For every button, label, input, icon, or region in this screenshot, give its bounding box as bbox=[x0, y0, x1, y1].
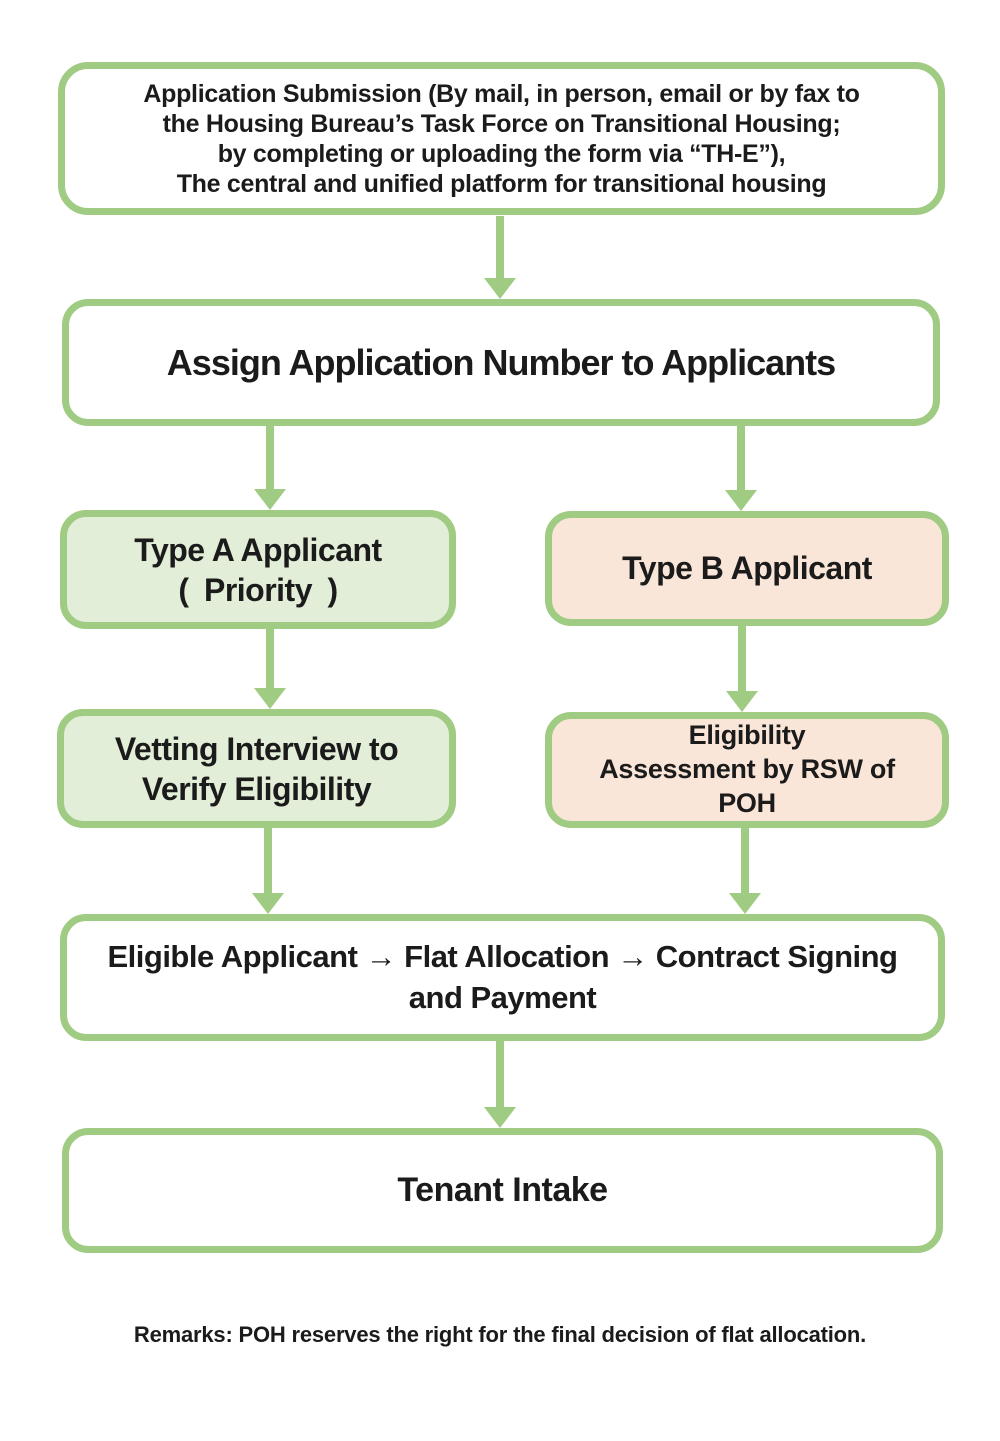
node-tenant-intake: Tenant Intake bbox=[62, 1128, 943, 1253]
arrow-shaft bbox=[266, 628, 274, 691]
arrow-allocation-to-tenant-intake bbox=[483, 1040, 517, 1128]
arrow-shaft bbox=[496, 1040, 504, 1110]
arrow-shaft bbox=[264, 827, 272, 896]
arrow-type-b-to-assessment bbox=[725, 625, 759, 712]
arrow-application-to-assign bbox=[483, 216, 517, 299]
arrow-vetting-to-allocation bbox=[251, 827, 285, 914]
arrow-shaft bbox=[496, 216, 504, 281]
node-vetting-interview: Vetting Interview to Verify Eligibility bbox=[57, 709, 456, 828]
arrow-shaft bbox=[737, 425, 745, 493]
node-flat-allocation-contract: Eligible Applicant → Flat Allocation → C… bbox=[60, 914, 945, 1041]
node-application-submission: Application Submission (By mail, in pers… bbox=[58, 62, 945, 215]
arrow-assign-to-type-a bbox=[253, 425, 287, 510]
arrow-type-a-to-vetting bbox=[253, 628, 287, 709]
arrow-down-icon bbox=[726, 691, 758, 712]
arrow-assessment-to-allocation bbox=[728, 827, 762, 914]
arrow-assign-to-type-b bbox=[724, 425, 758, 511]
remarks-text: Remarks: POH reserves the right for the … bbox=[133, 1322, 867, 1347]
node-eligibility-assessment: Eligibility Assessment by RSW of POH bbox=[545, 712, 949, 828]
arrow-shaft bbox=[266, 425, 274, 492]
arrow-down-icon bbox=[254, 489, 286, 510]
arrow-down-icon bbox=[252, 893, 284, 914]
arrow-down-icon bbox=[254, 688, 286, 709]
arrow-shaft bbox=[738, 625, 746, 694]
node-assign-application-number: Assign Application Number to Applicants bbox=[62, 299, 940, 426]
arrow-down-icon bbox=[484, 1107, 516, 1128]
arrow-down-icon bbox=[729, 893, 761, 914]
arrow-down-icon bbox=[484, 278, 516, 299]
arrow-down-icon bbox=[725, 490, 757, 511]
arrow-shaft bbox=[741, 827, 749, 896]
node-type-a-applicant: Type A Applicant ( Priority ) bbox=[60, 510, 456, 629]
node-type-b-applicant: Type B Applicant bbox=[545, 511, 949, 626]
